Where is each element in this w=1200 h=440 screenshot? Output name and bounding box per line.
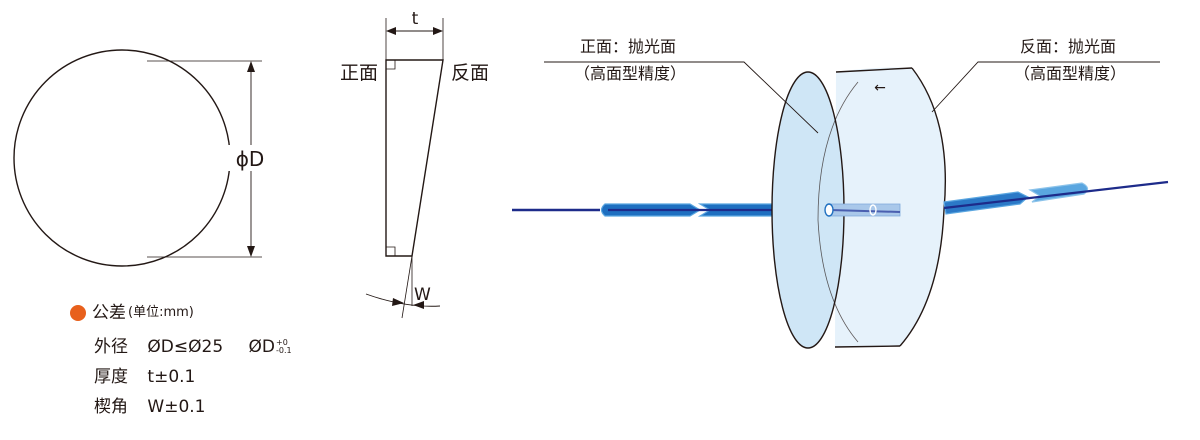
dim-arrow-bottom xyxy=(247,246,255,257)
edge-top xyxy=(835,67,913,73)
tolerance-limits: +0-0.1 xyxy=(276,339,292,355)
tolerance-value-2: ØD xyxy=(248,337,276,357)
tolerance-unit: (单位:mm) xyxy=(128,305,194,320)
tolerance-row-thickness: 厚度 t±0.1 xyxy=(70,362,292,392)
diameter-label: ϕD xyxy=(236,147,265,171)
front-surface-label: 正面：抛光面 xyxy=(580,37,676,56)
tolerance-block: 公差 (单位:mm) 外径 ØD≤Ø25 ØD+0-0.1 厚度 t±0.1 楔… xyxy=(70,298,292,422)
front-view: ϕD xyxy=(13,49,272,267)
wedge-arrow-left xyxy=(392,298,404,306)
edge-bottom xyxy=(834,345,901,348)
iso-view: ← 正面：抛光面 （高面型精度） 反面：抛光面 （高面型精度） xyxy=(512,37,1169,349)
wedge-arrow-right xyxy=(413,301,424,309)
front-leader-line xyxy=(544,61,819,134)
bullet-dot-icon xyxy=(70,305,86,321)
right-angle-mark-bottom xyxy=(386,246,396,256)
tolerance-row-diameter: 外径 ØD≤Ø25 ØD+0-0.1 xyxy=(70,332,292,362)
back-leader-line xyxy=(931,61,1160,113)
front-face-label: 正面 xyxy=(340,62,378,84)
front-surface-sublabel: （高面型精度） xyxy=(574,64,686,83)
dim-arrow-top xyxy=(247,61,255,72)
tolerance-value: ØD≤Ø25 xyxy=(147,337,224,357)
thickness-label: t xyxy=(412,9,419,29)
back-face-outline xyxy=(899,67,947,347)
t-arrow-right xyxy=(433,27,443,35)
tolerance-lower: -0.1 xyxy=(276,346,292,355)
tolerance-heading: 公差 (单位:mm) xyxy=(70,298,292,328)
window-outline-circle xyxy=(13,49,231,267)
t-arrow-left xyxy=(386,27,396,35)
tolerance-value: t±0.1 xyxy=(147,367,196,387)
tolerance-name: 厚度 xyxy=(94,367,128,387)
beam-exit-spot xyxy=(869,204,877,216)
back-surface-sublabel: （高面型精度） xyxy=(1014,64,1126,83)
back-face-hidden-curve xyxy=(817,81,859,343)
tolerance-title: 公差 xyxy=(92,303,126,323)
tolerance-value: W±0.1 xyxy=(147,397,206,417)
back-surface-label: 反面：抛光面 xyxy=(1020,37,1116,56)
right-angle-mark-top xyxy=(386,60,396,70)
tolerance-name: 楔角 xyxy=(94,397,128,417)
wedge-angle-arc xyxy=(365,293,441,307)
wedge-label: W xyxy=(414,285,431,305)
wedge-ext-inclined xyxy=(401,255,413,319)
wedge-profile xyxy=(385,59,444,257)
beam-outgoing-thin xyxy=(943,180,1169,210)
tolerance-upper: +0 xyxy=(276,338,288,347)
tolerance-row-wedge: 楔角 W±0.1 xyxy=(70,392,292,422)
side-view: t 正面 反面 W xyxy=(340,9,489,319)
back-face-label: 反面 xyxy=(451,62,489,84)
rotation-arrow-icon: ← xyxy=(874,80,886,96)
tolerance-name: 外径 xyxy=(94,337,128,357)
beam-entry-spot xyxy=(824,203,834,217)
